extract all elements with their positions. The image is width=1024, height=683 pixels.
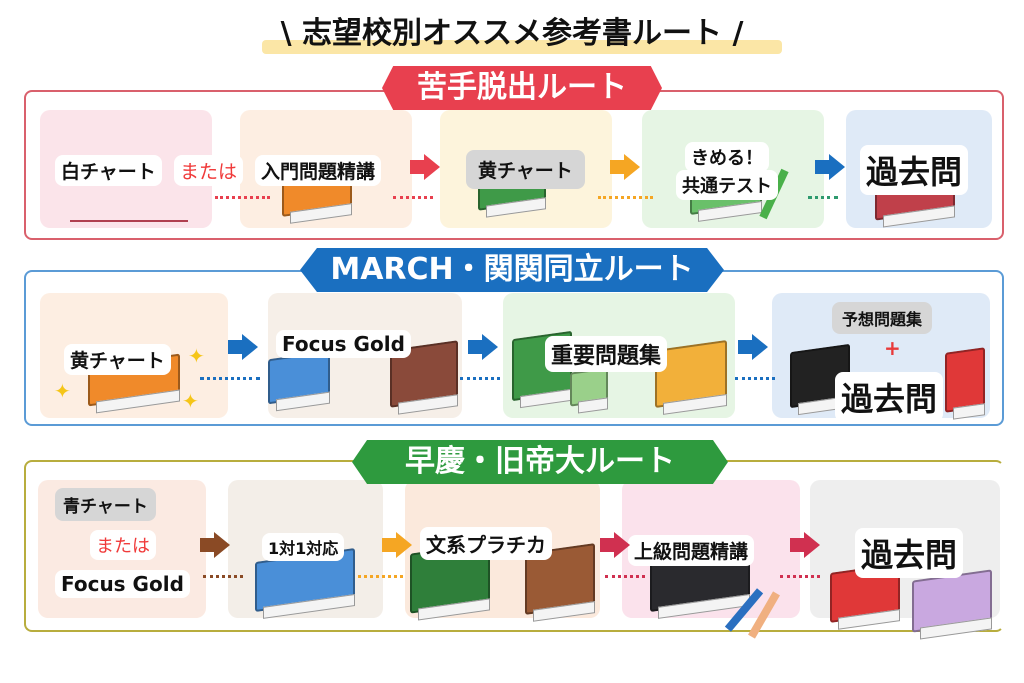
step-label-past-exams: 過去問 <box>855 528 964 578</box>
title-highlight <box>262 40 782 54</box>
book-icon <box>912 569 992 633</box>
arrow-icon <box>228 334 258 360</box>
plus-icon: + <box>884 336 901 360</box>
arrow-icon <box>610 154 640 180</box>
step-label: 白チャート <box>55 155 162 186</box>
book-icon <box>268 350 330 405</box>
sparkle-icon: ✦ <box>188 344 205 368</box>
sparkle-icon: ✦ <box>182 389 199 413</box>
route-beginner-banner: 苦手脱出ルート <box>382 66 662 110</box>
dotted-arrow <box>735 377 775 380</box>
step-label-past-exams: 過去問 <box>835 372 944 422</box>
step-label: 入門問題精講 <box>255 155 382 186</box>
step-label: 予想問題集 <box>832 302 933 334</box>
dotted-arrow <box>808 196 838 199</box>
arrow-icon <box>600 532 630 558</box>
arrow-icon <box>410 154 440 180</box>
step-label: 共通テスト <box>676 170 778 200</box>
step-label: 文系プラチカ <box>420 527 552 560</box>
step-label: Focus Gold <box>55 570 190 598</box>
step-label: 上級問題精講 <box>628 535 755 566</box>
dotted-arrow <box>203 575 243 578</box>
book-icon <box>570 367 608 407</box>
dotted-arrow <box>393 196 433 199</box>
arrow-icon <box>200 532 230 558</box>
dotted-arrow <box>605 575 645 578</box>
or-label: または <box>174 155 244 186</box>
step-label: きめる！ <box>685 142 769 172</box>
route-top-banner: 早慶・旧帝大ルート <box>352 440 728 484</box>
step-label: 青チャート <box>55 488 156 521</box>
step-label: Focus Gold <box>276 330 411 358</box>
step-label: 黄チャート <box>64 344 171 375</box>
dotted-arrow <box>200 377 260 380</box>
sparkle-icon: ✦ <box>54 379 71 403</box>
step-label: 黄チャート <box>466 150 585 189</box>
dotted-arrow <box>780 575 820 578</box>
step-label: 1対1対応 <box>262 533 345 561</box>
step-label: 重要問題集 <box>545 336 668 372</box>
or-label: または <box>90 530 156 560</box>
arrow-icon <box>468 334 498 360</box>
page-title: \ 志望校別オススメ参考書ルート / <box>280 16 744 51</box>
dotted-arrow <box>598 196 653 199</box>
dotted-arrow <box>358 575 403 578</box>
dotted-arrow <box>460 377 500 380</box>
arrow-icon <box>738 334 768 360</box>
step-label-past-exams: 過去問 <box>860 145 969 195</box>
arrow-icon <box>382 532 412 558</box>
book-stack-icon <box>945 347 985 413</box>
underline <box>70 220 188 222</box>
arrow-icon <box>790 532 820 558</box>
dotted-arrow <box>215 196 270 199</box>
arrow-icon <box>815 154 845 180</box>
route-march-banner: MARCH・関関同立ルート <box>300 248 724 292</box>
